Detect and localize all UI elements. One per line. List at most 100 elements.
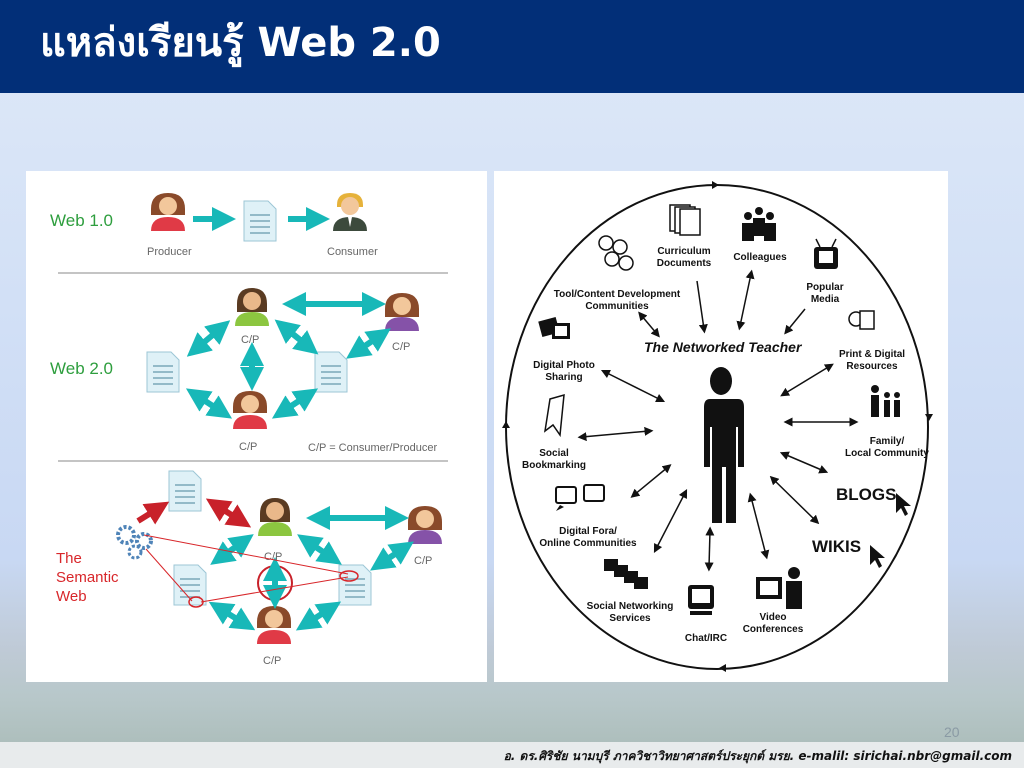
semantic-mark-right <box>339 570 359 582</box>
social-bookmarking-label-2: Bookmarking <box>522 460 586 471</box>
digital-fora-label-2: Online Communities <box>539 538 637 549</box>
family-icon <box>871 385 900 417</box>
arrow-digital-fora <box>630 464 672 498</box>
social-networking-label-1: Social Networking <box>587 601 674 612</box>
digital-fora-label-1: Digital Fora/ <box>559 526 617 537</box>
gears-icon <box>116 525 153 560</box>
footer-text: อ. ดร.ศิริชัย นามบุรี ภาควิชาวิทยาศาสตร์… <box>503 749 1012 763</box>
wikis-cursor-icon <box>870 545 885 568</box>
circle-arrow-bottom <box>719 664 726 672</box>
bookmark-icon <box>543 393 565 438</box>
slide-title: แหล่งเรียนรู้ Web 2.0 <box>40 20 441 66</box>
semantic-link-line-3 <box>200 576 349 603</box>
social-networking-icon <box>604 559 648 589</box>
colleagues-label: Colleagues <box>733 252 787 263</box>
semantic-link-line-1 <box>143 534 349 575</box>
cp-label-bottom: C/P <box>239 441 257 453</box>
document-left-icon <box>146 351 180 393</box>
cp-person-top-icon <box>235 288 269 326</box>
cp-person-bottom-icon <box>233 391 267 429</box>
arrow-colleagues <box>736 269 755 331</box>
circle-arrow-right <box>925 414 933 421</box>
popular-media-label-1: Popular <box>806 282 843 293</box>
document-right-icon <box>314 351 348 393</box>
web-evolution-diagram: Web 1.0 Producer Consumer Web 2.0 C/P C/… <box>50 193 448 667</box>
producer-label: Producer <box>147 246 192 258</box>
semantic-cp-bottom-icon <box>257 606 291 644</box>
video-conf-label-2: Conferences <box>743 624 804 635</box>
producer-icon <box>151 193 185 231</box>
arrow-tool-content <box>638 311 660 338</box>
family-label-1: Family/ <box>870 436 905 447</box>
circle-arrow-top <box>712 181 719 189</box>
web10-label: Web 1.0 <box>50 211 113 230</box>
digital-fora-icon <box>555 484 605 511</box>
curriculum-label-2: Documents <box>657 258 712 269</box>
wikis-label: WIKIS <box>812 537 861 556</box>
family-label-2: Local Community <box>845 448 929 459</box>
tv-icon <box>814 238 838 269</box>
arrow-curriculum <box>696 280 708 334</box>
social-networking-label-2: Services <box>609 613 651 624</box>
arrow-right-docright <box>346 328 391 359</box>
video-conf-label-1: Video <box>759 612 786 623</box>
title-bar: แหล่งเรียนรู้ Web 2.0 <box>0 0 1024 93</box>
center-title: The Networked Teacher <box>644 339 803 355</box>
semantic-red-arrow-1 <box>136 501 170 525</box>
arrow-blogs <box>779 451 829 474</box>
cp-label-right: C/P <box>392 341 410 353</box>
arrow-top-docleft <box>186 320 231 357</box>
curriculum-icon <box>669 204 701 236</box>
web20-label: Web 2.0 <box>50 359 113 378</box>
arrow-digital-photo <box>600 369 666 403</box>
arrow-wikis <box>769 475 820 525</box>
semantic-red-arrow-2 <box>205 498 252 528</box>
circle-arrow-left <box>502 421 510 428</box>
print-digital-label-2: Resources <box>846 361 898 372</box>
semantic-label-line3: Web <box>56 588 87 605</box>
arrow-top-docright <box>274 319 319 355</box>
popular-media-label-2: Media <box>811 294 840 305</box>
footer-bar: อ. ดร.ศิริชัย นามบุรี ภาควิชาวิทยาศาสตร์… <box>0 742 1024 768</box>
cp-label-top: C/P <box>241 334 259 346</box>
semantic-arrow-docright-bottom <box>295 601 342 631</box>
curriculum-label-1: Curriculum <box>657 246 710 257</box>
arrow-docleft-bottom <box>185 388 233 419</box>
web-evolution-figure: Web 1.0 Producer Consumer Web 2.0 C/P C/… <box>26 171 487 682</box>
arrow-popular-media <box>784 308 806 335</box>
semantic-mark-left <box>188 596 204 608</box>
chat-icon <box>688 585 714 615</box>
networked-teacher-diagram: The Networked Teacher Curriculum Documen… <box>502 181 933 672</box>
document-icon <box>243 200 277 242</box>
arrow-chat <box>704 526 715 572</box>
arrow-video-conf <box>747 492 770 560</box>
semantic-cp-label-right: C/P <box>414 555 432 567</box>
networked-teacher-figure: The Networked Teacher Curriculum Documen… <box>494 171 948 682</box>
semantic-arrow-top-docright <box>297 534 342 565</box>
blogs-cursor-icon <box>896 493 911 516</box>
colleagues-icon <box>742 207 776 241</box>
tool-content-icon <box>598 235 634 271</box>
cp-person-right-icon <box>385 293 419 331</box>
semantic-doc-right-icon <box>338 564 372 606</box>
semantic-cp-label-bottom: C/P <box>263 655 281 667</box>
semantic-link-line-2 <box>145 548 193 602</box>
social-bookmarking-label-1: Social <box>539 448 569 459</box>
arrow-print-digital <box>780 363 834 397</box>
print-digital-icon <box>848 310 875 330</box>
digital-photo-label-2: Sharing <box>545 372 582 383</box>
arrow-docright-bottom <box>271 388 319 419</box>
consumer-label: Consumer <box>327 246 378 258</box>
teacher-figure-icon <box>704 367 744 523</box>
semantic-arrow-top-docleft <box>210 534 254 565</box>
arrow-social-networking <box>653 489 688 553</box>
page-number: 20 <box>944 724 960 740</box>
tool-content-label-2: Communities <box>585 301 649 312</box>
semantic-cp-right-icon <box>408 506 442 544</box>
print-digital-label-1: Print & Digital <box>839 349 905 360</box>
video-conference-icon <box>756 567 802 609</box>
photo-icon <box>538 316 570 339</box>
semantic-cp-top-icon <box>258 498 292 536</box>
digital-photo-label-1: Digital Photo <box>533 360 595 371</box>
semantic-label-line1: The <box>56 550 82 567</box>
